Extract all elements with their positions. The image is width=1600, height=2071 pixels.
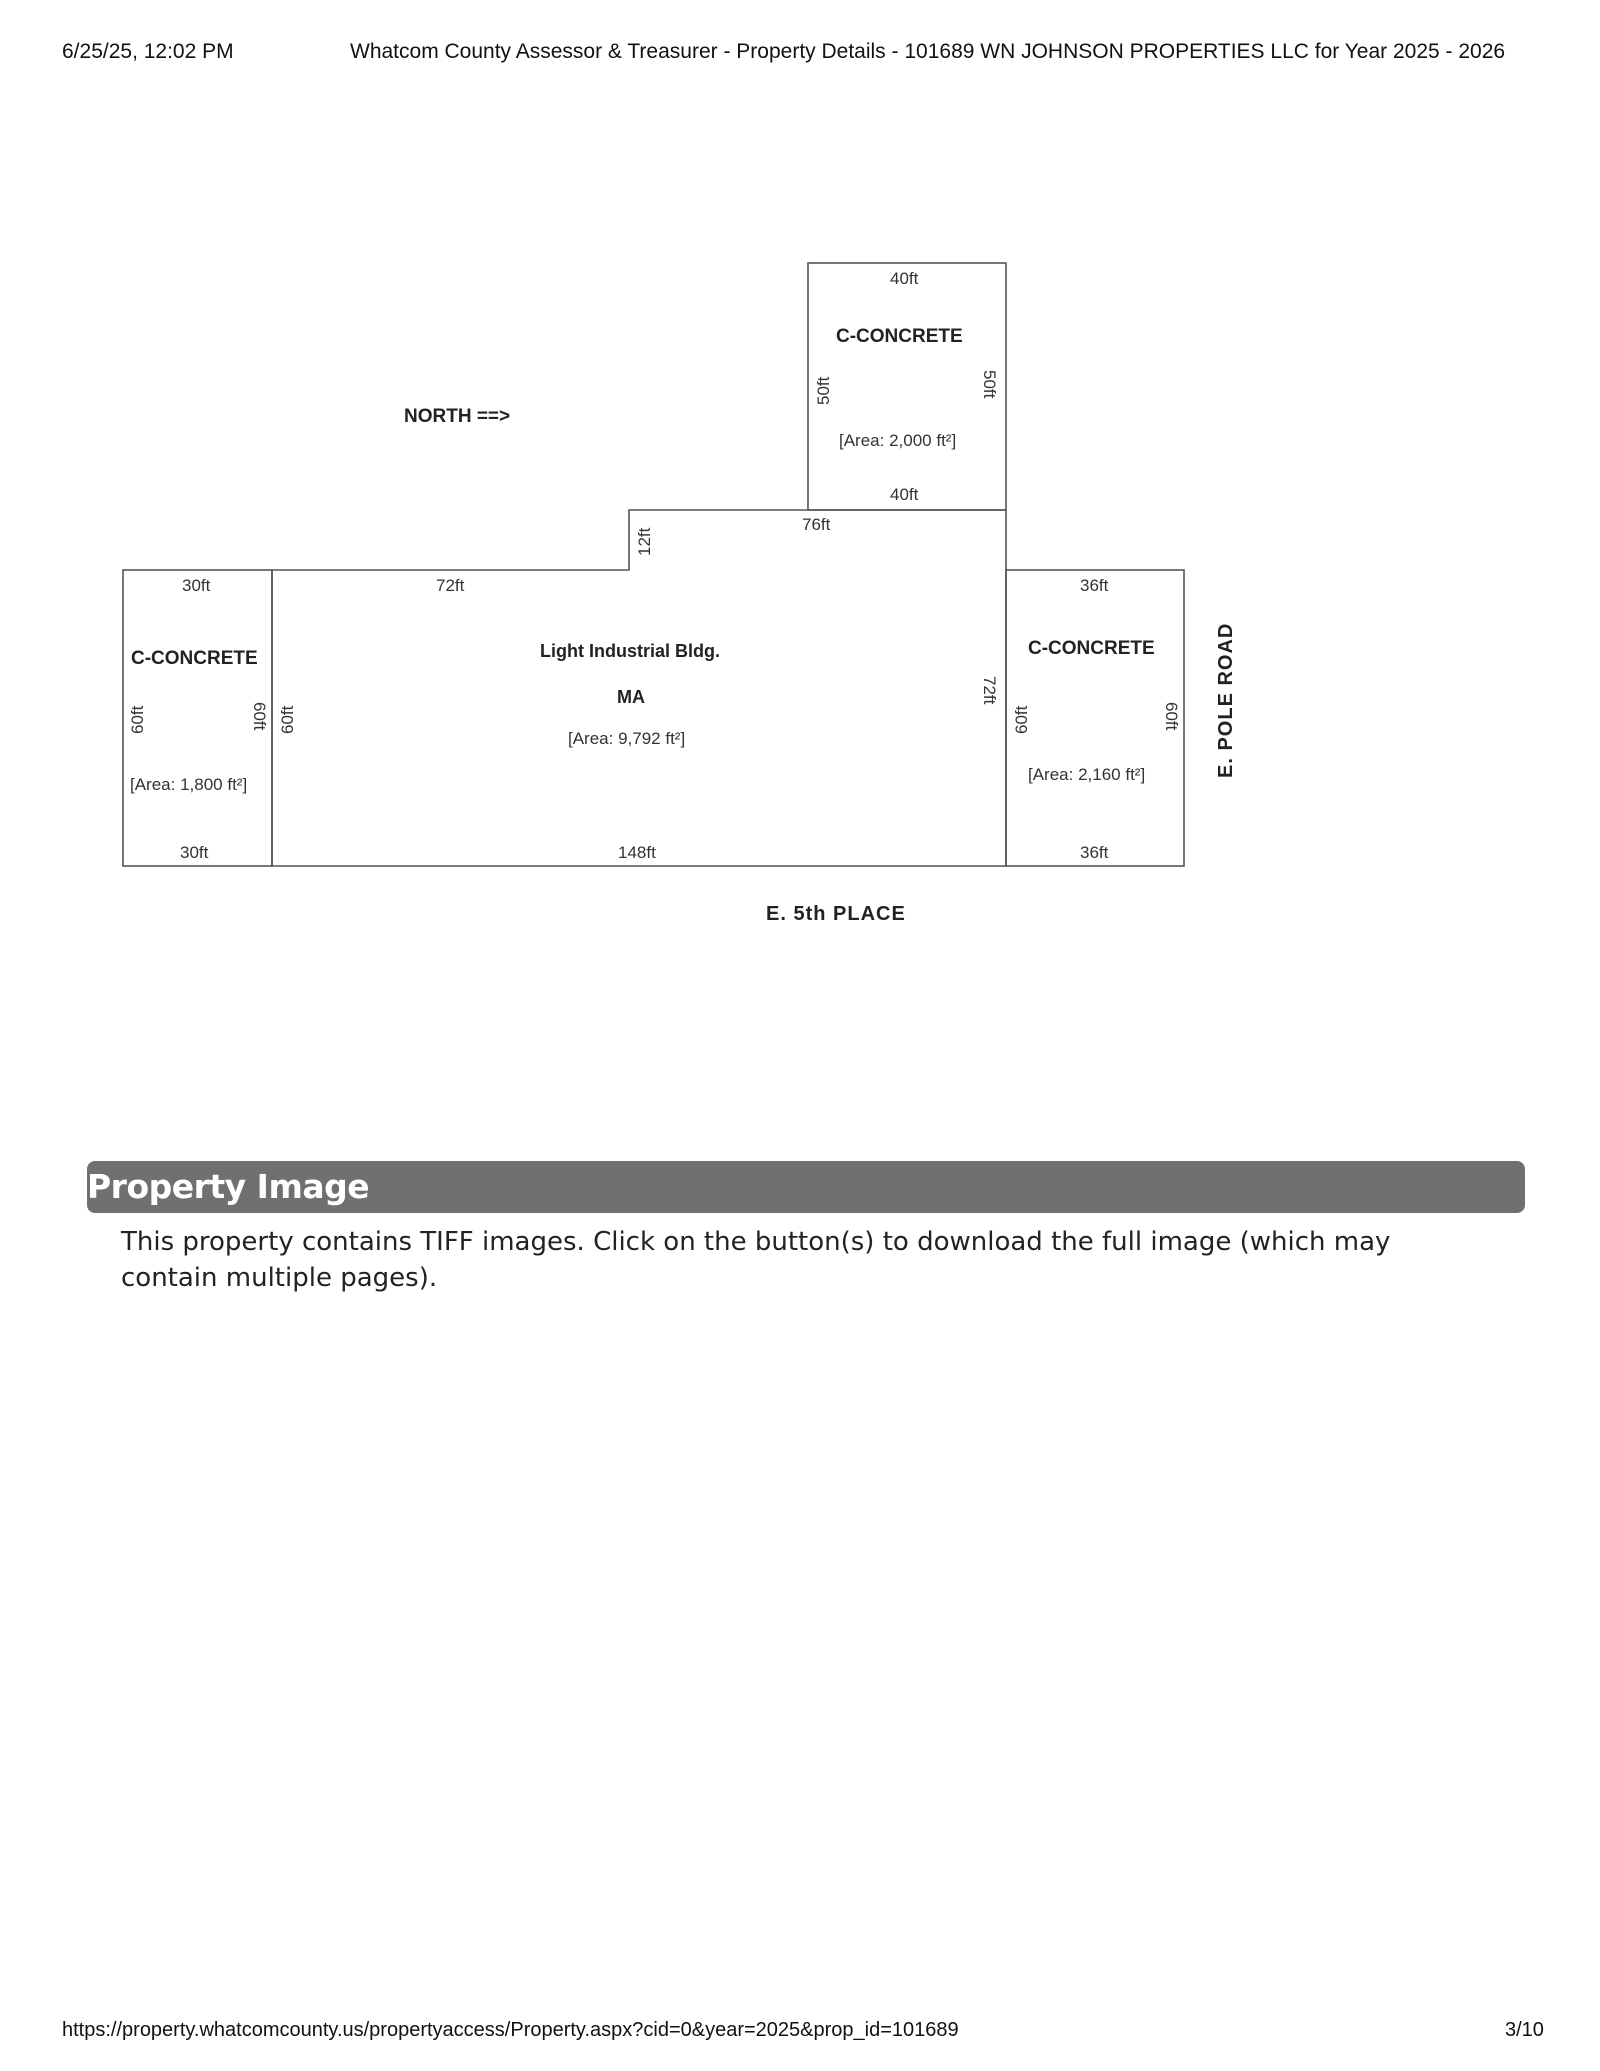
main-dim-step: 12ft: [635, 527, 654, 556]
page-title: Whatcom County Assessor & Treasurer - Pr…: [350, 40, 1506, 63]
section-title: Property Image: [87, 1167, 370, 1206]
left-concrete-dim-right: 60ft: [250, 702, 269, 731]
left-concrete-label: C-CONCRETE: [131, 648, 258, 669]
page-number: 3/10: [1505, 2019, 1544, 2041]
main-building-area: [Area: 9,792 ft²]: [568, 729, 685, 748]
main-dim-right: 72ft: [980, 676, 999, 705]
top-concrete-outline: [807, 262, 1007, 511]
main-building-outline: [271, 509, 1007, 867]
right-concrete-dim-left: 60ft: [1012, 705, 1031, 734]
top-concrete-area: [Area: 2,000 ft²]: [839, 431, 956, 450]
right-concrete-dim-top: 36ft: [1080, 576, 1109, 595]
left-concrete-dim-bottom: 30ft: [180, 843, 209, 862]
road-label-right: E. POLE ROAD: [1215, 623, 1237, 778]
main-dim-top-right: 76ft: [802, 515, 831, 534]
right-concrete-area: [Area: 2,160 ft²]: [1028, 765, 1145, 784]
right-concrete-dim-right: 60ft: [1162, 702, 1181, 731]
building-sketch: NORTH ==> 40ft C-CONCRETE 50ft 50ft [Are…: [122, 262, 1237, 925]
main-building-label: Light Industrial Bldg.: [540, 641, 720, 661]
top-concrete-dim-bottom: 40ft: [890, 485, 919, 504]
section-description: This property contains TIFF images. Clic…: [121, 1227, 1391, 1293]
top-concrete-dim-left: 50ft: [814, 376, 833, 405]
right-concrete-dim-bottom: 36ft: [1080, 843, 1109, 862]
top-concrete-label: C-CONCRETE: [836, 326, 963, 347]
main-building-sublabel: MA: [617, 687, 645, 707]
main-dim-top-left: 72ft: [436, 576, 465, 595]
page-url: https://property.whatcomcounty.us/proper…: [62, 2019, 959, 2041]
top-concrete-dim-right: 50ft: [980, 370, 999, 399]
north-arrow-label: NORTH ==>: [404, 406, 510, 427]
main-dim-left: 60ft: [278, 705, 297, 734]
print-datetime: 6/25/25, 12:02 PM: [62, 40, 234, 63]
left-concrete-dim-top: 30ft: [182, 576, 211, 595]
property-image-section-header: Property Image: [87, 1161, 1525, 1213]
main-dim-bottom: 148ft: [618, 843, 656, 862]
left-concrete-dim-left: 60ft: [128, 705, 147, 734]
left-concrete-area: [Area: 1,800 ft²]: [130, 775, 247, 794]
road-label-bottom: E. 5th PLACE: [766, 903, 906, 925]
right-concrete-outline: [1005, 569, 1185, 867]
right-concrete-label: C-CONCRETE: [1028, 638, 1155, 659]
top-concrete-dim-top: 40ft: [890, 269, 919, 288]
